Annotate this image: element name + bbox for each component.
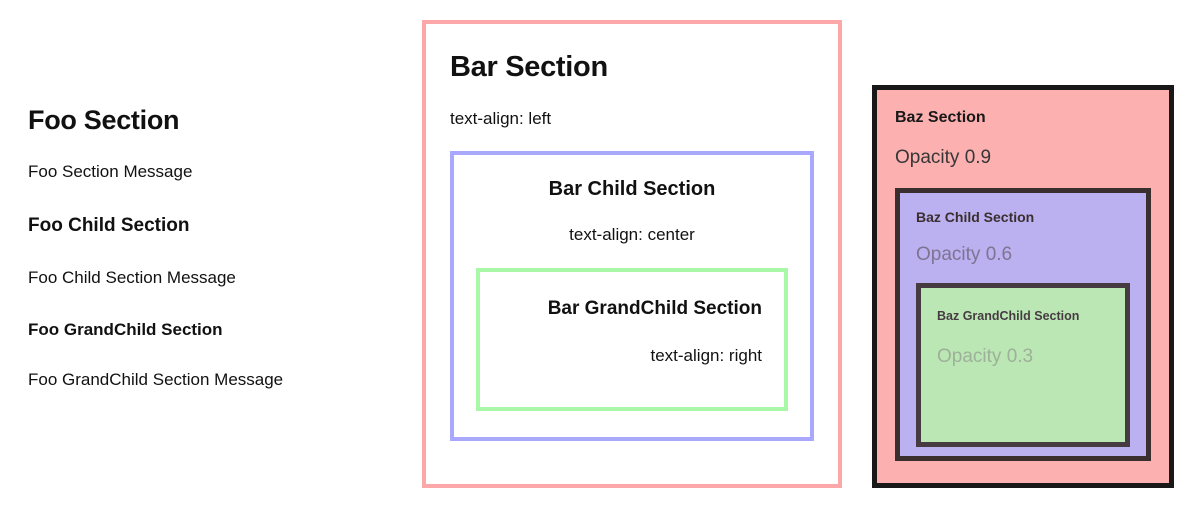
foo-section-message: Foo Section Message — [28, 162, 193, 182]
foo-grandchild-section-message: Foo GrandChild Section Message — [28, 370, 284, 390]
bar-section: Bar Section text-align: left Bar Child S… — [422, 20, 842, 488]
baz-child-section-opacity-label: Opacity 0.6 — [916, 243, 1013, 265]
bar-child-section: Bar Child Section text-align: center Bar… — [450, 151, 814, 442]
bar-grandchild-section: Bar GrandChild Section text-align: right — [476, 267, 788, 411]
bar-child-section-title: Bar Child Section — [548, 178, 716, 201]
bar-grandchild-section-title: Bar GrandChild Section — [547, 297, 762, 319]
baz-section-opacity-label: Opacity 0.9 — [895, 147, 992, 169]
foo-grandchild-section-title: Foo GrandChild Section — [28, 319, 223, 339]
bar-child-section-note: text-align: center — [569, 225, 695, 245]
bar-section-note: text-align: left — [450, 108, 552, 128]
foo-grandchild-section: Foo GrandChild Section Foo GrandChild Se… — [28, 320, 388, 391]
foo-child-section-message: Foo Child Section Message — [28, 267, 236, 287]
baz-grandchild-section-opacity-label: Opacity 0.3 — [937, 346, 1034, 368]
bar-section-title: Bar Section — [450, 51, 608, 83]
baz-section: Baz Section Opacity 0.9 Baz Child Sectio… — [872, 85, 1174, 488]
baz-grandchild-section: Baz GrandChild Section Opacity 0.3 — [916, 282, 1130, 447]
foo-section: Foo Section Foo Section Message Foo Chil… — [28, 104, 388, 391]
baz-section-title: Baz Section — [895, 109, 986, 126]
baz-child-section-title: Baz Child Section — [916, 208, 1035, 225]
baz-child-section: Baz Child Section Opacity 0.6 Baz GrandC… — [895, 187, 1151, 461]
foo-child-section-title: Foo Child Section — [28, 214, 190, 236]
foo-section-title: Foo Section — [28, 105, 180, 135]
baz-grandchild-section-title: Baz GrandChild Section — [937, 308, 1080, 323]
foo-child-section: Foo Child Section Foo Child Section Mess… — [28, 215, 388, 391]
bar-grandchild-section-note: text-align: right — [650, 346, 763, 366]
